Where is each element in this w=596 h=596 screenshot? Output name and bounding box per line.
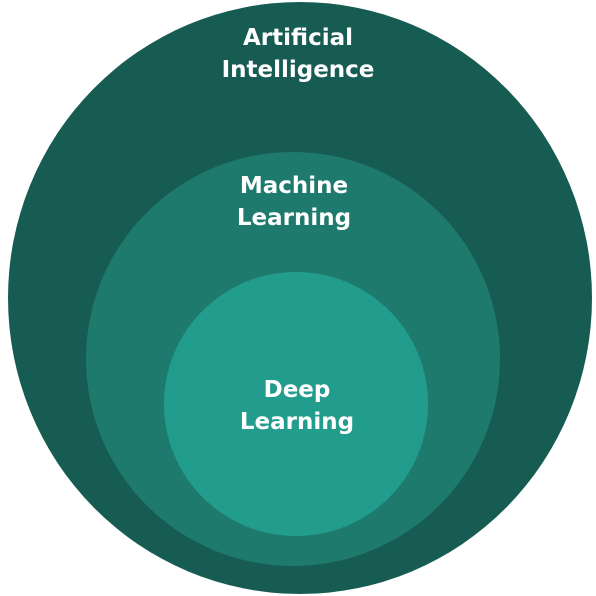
label-line: Learning <box>236 205 352 231</box>
label-line: Artificial <box>243 25 353 51</box>
artificial-intelligence-label: Artificial Intelligence <box>0 22 596 86</box>
label-line: Machine <box>239 173 349 199</box>
label-line: Deep <box>263 377 331 403</box>
label-line: Learning <box>239 409 355 435</box>
machine-learning-label: Machine Learning <box>0 170 592 234</box>
label-line: Intelligence <box>221 57 375 83</box>
deep-learning-label: Deep Learning <box>0 374 595 438</box>
deep-learning-circle <box>164 272 428 536</box>
